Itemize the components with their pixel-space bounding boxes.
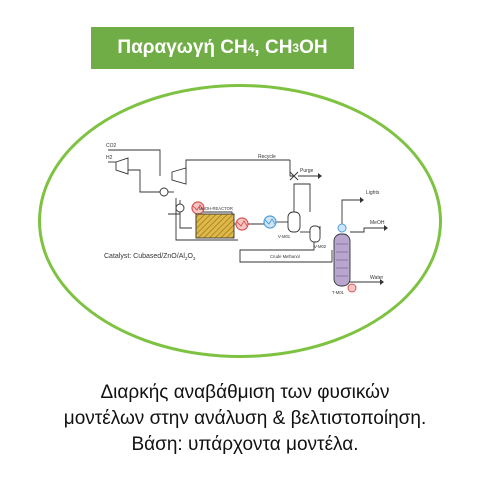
lights-label: Lights <box>366 190 380 196</box>
water-label: Water <box>370 275 383 281</box>
reboiler-icon <box>347 283 357 293</box>
h2-compressor-icon <box>115 157 129 175</box>
purge-valve-icon <box>289 171 299 181</box>
h2-to-mixer-line <box>128 169 160 193</box>
title-text-main: Παραγωγή CH <box>117 37 248 58</box>
purge-label: Purge <box>300 168 314 174</box>
v902-label: V-M02 <box>314 244 327 249</box>
h2-label: H2 <box>106 155 113 161</box>
column-label: T-M01 <box>332 290 345 295</box>
splitter-icon <box>175 203 185 213</box>
meoh-product-line <box>350 227 384 233</box>
crude-methanol-label: Crude Methanol <box>270 254 300 259</box>
caption-line-2: μοντέλων στην ανάλυση & βελτιστοποίηση. <box>63 408 427 429</box>
meoh-label: MeOH <box>370 220 385 226</box>
preheat-line <box>179 214 192 229</box>
flash-drum-1-icon <box>287 211 301 233</box>
title-sub-2: 3 <box>292 41 300 55</box>
reactor-bypass-line <box>175 214 238 241</box>
title-text-mid: , CH <box>254 37 293 58</box>
diagram-ellipse-frame <box>38 84 442 358</box>
condenser-icon <box>337 223 347 233</box>
flash-vapor-line <box>293 183 300 212</box>
title-text-end: OH <box>299 37 328 58</box>
recycle-line <box>185 159 290 172</box>
mixer-icon <box>159 187 169 197</box>
purge-branch-line <box>289 160 294 177</box>
recycle-label: Recycle <box>258 154 276 160</box>
co2-label: CO2 <box>106 143 117 149</box>
flash-drum-2-icon <box>309 225 321 243</box>
v901-label: V-M01 <box>278 234 291 239</box>
co2-feed-line <box>108 149 161 176</box>
title-sub-1: 4 <box>247 41 255 55</box>
caption-line-3: Βάση: υπάρχοντα μοντέλα. <box>131 434 359 455</box>
recycle-compressor-icon <box>171 167 187 185</box>
methanol-reactor-icon <box>195 213 235 239</box>
crude-methanol-line <box>239 240 332 263</box>
caption-line-1: Διαρκής αναβάθμιση των φυσικών <box>100 382 390 403</box>
lights-line <box>341 199 360 226</box>
caption: Διαρκής αναβάθμιση των φυσικών μοντέλων … <box>0 380 490 458</box>
reactor-label: MeOH-REACTOR <box>199 206 233 211</box>
flash-overhead-line <box>300 183 311 212</box>
catalyst-label: Catalyst: Cubased/ZnO/Al2O3 <box>104 253 196 261</box>
